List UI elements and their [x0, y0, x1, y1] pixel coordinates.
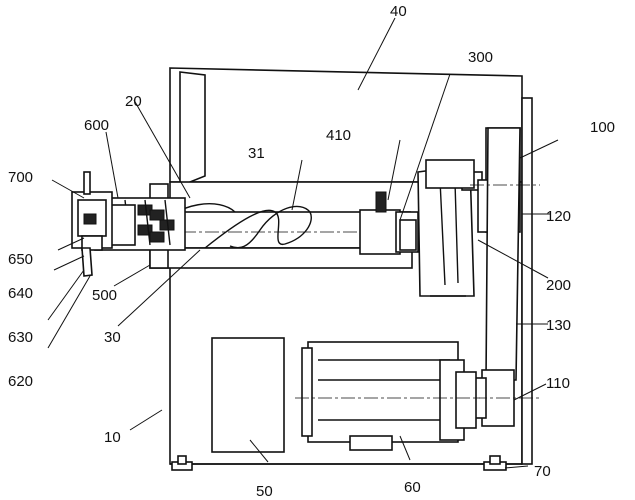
- callout-labels: 40 300 100 20 600 410 31 700 120 650 200…: [8, 3, 615, 500]
- control-box-50: [211, 337, 285, 453]
- label-630: 630: [8, 329, 33, 346]
- extruder-head: [71, 171, 113, 277]
- label-50: 50: [256, 483, 273, 500]
- label-40: 40: [390, 3, 407, 20]
- coupling: [359, 191, 419, 255]
- label-60: 60: [404, 479, 421, 496]
- label-700: 700: [8, 169, 33, 186]
- label-10: 10: [104, 429, 121, 446]
- label-100: 100: [590, 119, 615, 136]
- motor-60: [295, 341, 480, 451]
- feet-70: [171, 455, 507, 471]
- label-110: 110: [546, 375, 570, 392]
- label-600: 600: [84, 117, 109, 134]
- label-300: 300: [468, 49, 493, 66]
- label-200: 200: [546, 277, 571, 294]
- label-31: 31: [248, 145, 265, 162]
- leader-lines: [47, 17, 559, 469]
- label-640: 640: [8, 285, 33, 302]
- label-500: 500: [92, 287, 117, 304]
- label-410: 410: [326, 127, 351, 144]
- label-620: 620: [8, 373, 33, 390]
- bearing-300: [425, 159, 475, 189]
- label-120: 120: [546, 208, 571, 225]
- label-130: 130: [546, 317, 571, 334]
- label-30: 30: [104, 329, 121, 346]
- label-20: 20: [125, 93, 142, 110]
- label-70: 70: [534, 463, 551, 480]
- label-650: 650: [8, 251, 33, 268]
